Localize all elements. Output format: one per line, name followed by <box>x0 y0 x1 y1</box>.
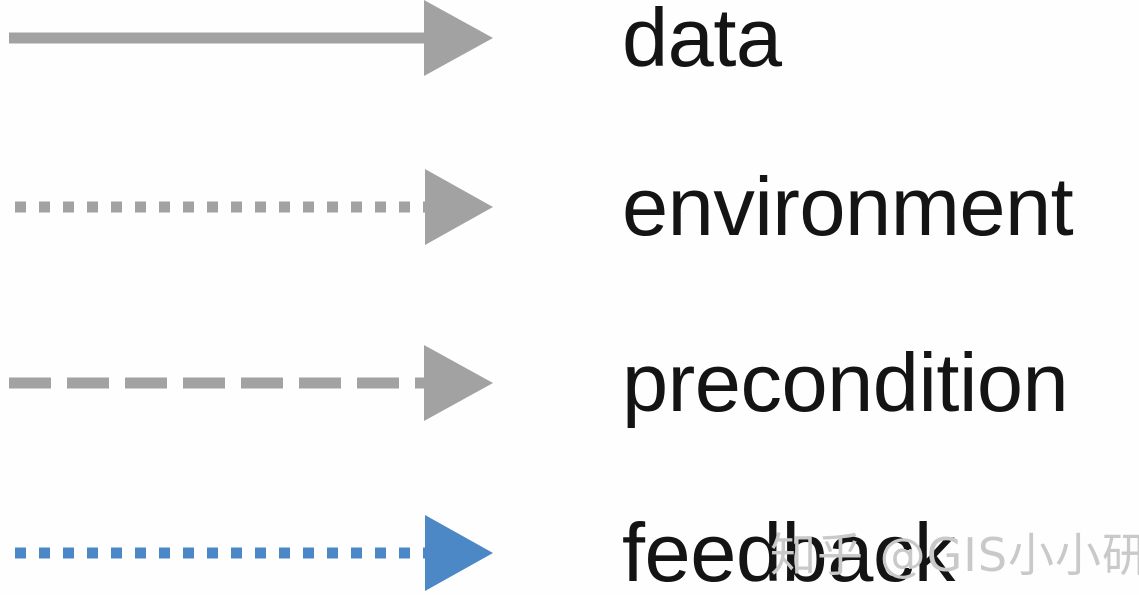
legend-label-environment: environment <box>622 160 1074 253</box>
legend-label-data: data <box>622 0 782 84</box>
dashed-arrow-right-icon <box>9 345 493 421</box>
legend-row: environment <box>0 122 1139 292</box>
legend-row: precondition <box>0 298 1139 468</box>
dotted-arrow-right-blue-icon <box>15 515 493 591</box>
legend-row: feedback <box>0 468 1139 595</box>
solid-arrow-right-icon <box>9 0 493 76</box>
legend-label-precondition: precondition <box>622 336 1069 429</box>
dotted-arrow-right-icon <box>15 169 493 245</box>
legend-label-feedback: feedback <box>622 506 955 595</box>
legend-row: data <box>0 0 1139 123</box>
